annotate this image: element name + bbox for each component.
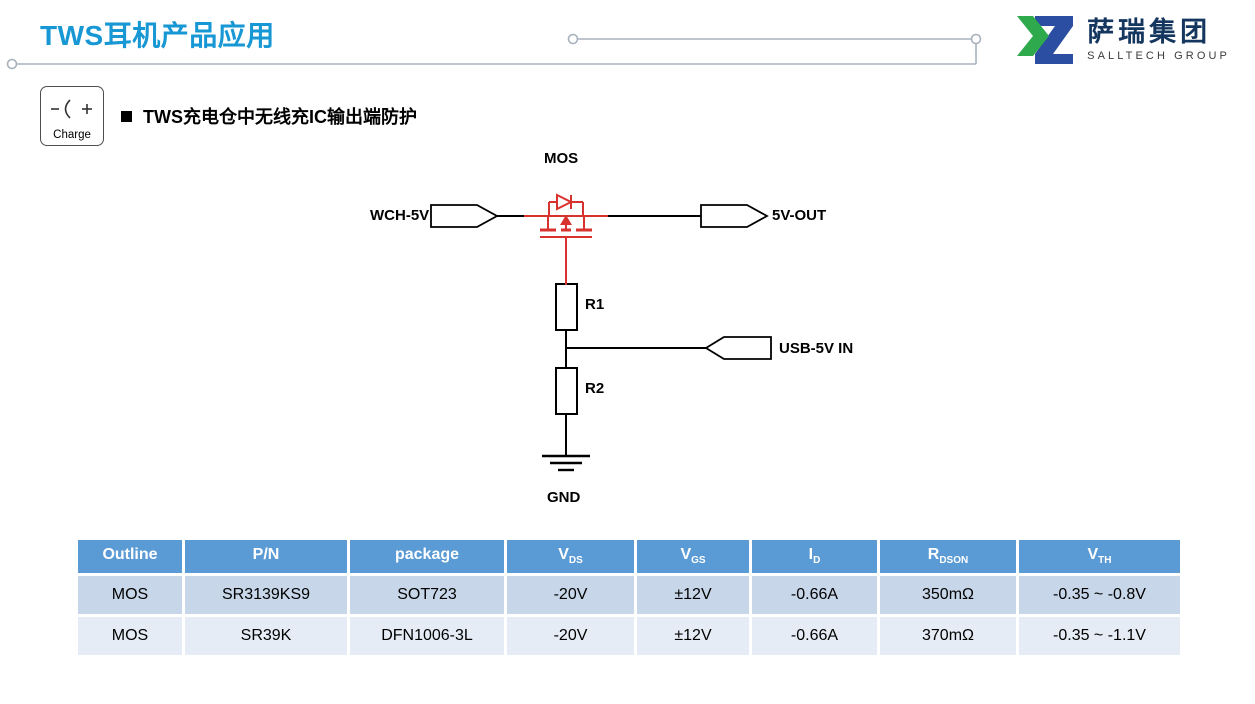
header-outline: Outline xyxy=(75,537,185,576)
table-cell: ±12V xyxy=(634,573,752,617)
table-cell: -0.66A xyxy=(749,614,880,658)
charge-icon xyxy=(51,99,92,119)
mos-symbol xyxy=(524,193,608,285)
r2-label: R2 xyxy=(585,380,605,397)
r1-label: R1 xyxy=(585,296,605,313)
table-cell: -0.35 ~ -0.8V xyxy=(1016,573,1183,617)
circuit-diagram xyxy=(430,193,772,472)
header-vgs: VGS xyxy=(634,537,752,576)
header-vds: VDS xyxy=(504,537,637,576)
table-cell: SOT723 xyxy=(347,573,507,617)
table-cell: SR39K xyxy=(182,614,350,658)
input-label: WCH-5V xyxy=(370,207,430,224)
company-name-cn: 萨瑞集团 xyxy=(1087,16,1212,47)
table-cell: -20V xyxy=(504,573,637,617)
section-heading: TWS充电仓中无线充IC输出端防护 xyxy=(121,103,417,129)
wires xyxy=(497,215,706,456)
table-row: MOS SR39K DFN1006-3L -20V ±12V -0.66A 37… xyxy=(75,614,1183,658)
header-id: ID xyxy=(749,537,880,576)
page-title: TWS耳机产品应用 xyxy=(40,20,275,51)
usb-label: USB-5V IN xyxy=(779,340,854,357)
company-logo: 萨瑞集团 SALLTECH GROUP xyxy=(1015,12,1230,68)
charge-badge: Charge xyxy=(40,86,104,146)
table-cell: DFN1006-3L xyxy=(347,614,507,658)
input-arrow-shape xyxy=(430,204,499,228)
table-cell: MOS xyxy=(75,573,185,617)
resistor-r2-symbol xyxy=(555,367,578,415)
charge-label: Charge xyxy=(53,129,91,141)
table-cell: 350mΩ xyxy=(877,573,1019,617)
output-label: 5V-OUT xyxy=(772,207,827,224)
bullet-square-icon xyxy=(121,110,132,122)
header-rdson: RDSON xyxy=(877,537,1019,576)
table-header-row: Outline P/N package VDS VGS ID RDSON VTH xyxy=(75,537,1183,576)
spec-table: Outline P/N package VDS VGS ID RDSON VTH… xyxy=(75,537,1183,658)
header-vth: VTH xyxy=(1016,537,1183,576)
table-cell: -0.35 ~ -1.1V xyxy=(1016,614,1183,658)
table-cell: ±12V xyxy=(634,614,752,658)
mos-label: MOS xyxy=(544,150,579,167)
company-logo-mark xyxy=(1017,16,1074,64)
table-cell: 370mΩ xyxy=(877,614,1019,658)
table-cell: -0.66A xyxy=(749,573,880,617)
table-row: MOS SR3139KS9 SOT723 -20V ±12V -0.66A 35… xyxy=(75,573,1183,617)
header-pn: P/N xyxy=(182,537,350,576)
header-package: package xyxy=(347,537,507,576)
section-heading-text: TWS充电仓中无线充IC输出端防护 xyxy=(143,107,417,127)
resistor-r1-symbol xyxy=(555,283,578,331)
gnd-symbol xyxy=(542,454,590,472)
company-name-en: SALLTECH GROUP xyxy=(1087,50,1230,63)
body-diode xyxy=(548,193,584,216)
table-cell: SR3139KS9 xyxy=(182,573,350,617)
table-cell: MOS xyxy=(75,614,185,658)
gnd-label: GND xyxy=(547,489,581,506)
company-logo-text: 萨瑞集团 SALLTECH GROUP xyxy=(1087,16,1230,63)
table-cell: -20V xyxy=(504,614,637,658)
usb-arrow-shape xyxy=(704,336,772,360)
output-arrow-shape xyxy=(700,204,769,228)
